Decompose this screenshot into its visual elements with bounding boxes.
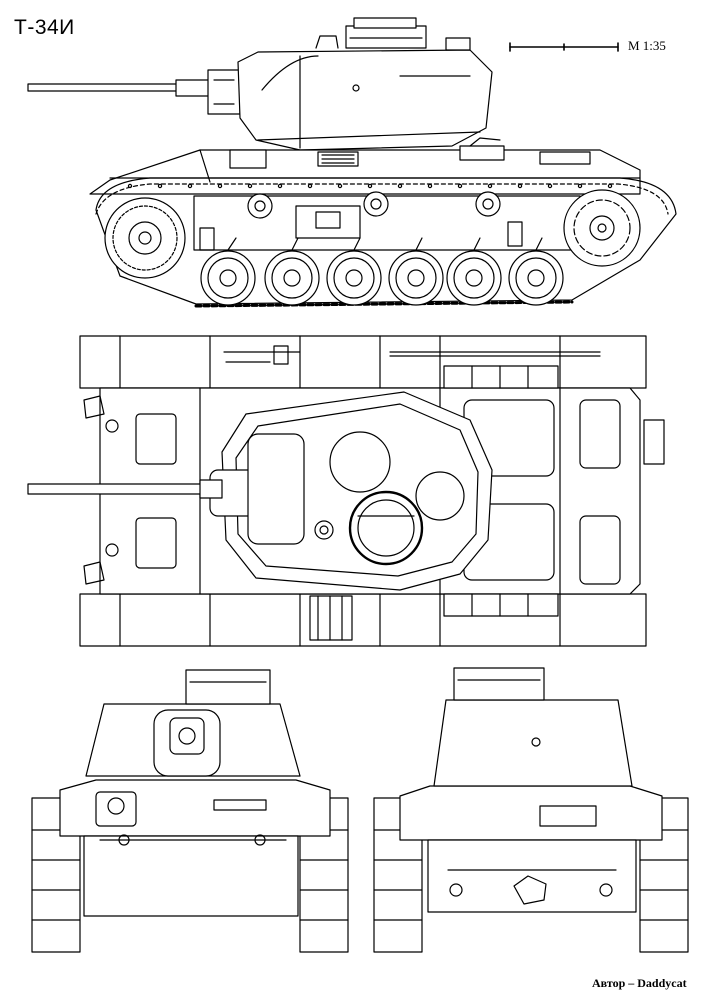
rear-view [374,668,688,952]
front-view [32,670,348,952]
side-idler-wheel [564,190,640,266]
top-view [28,336,664,646]
side-view [28,18,676,306]
side-gun [28,70,240,114]
rear-turret [434,668,632,786]
rear-hull [400,786,662,912]
side-track [96,178,676,306]
top-gun [28,480,222,498]
scale-bar [510,43,618,51]
author-credit: Автор – Daddycat [592,976,687,990]
drawing-title: Т-34И [14,16,75,39]
side-return-rollers [248,192,500,218]
side-suspension [200,222,542,250]
top-turret [210,392,492,590]
top-front-fittings [84,396,118,584]
side-drive-sprocket [105,198,185,278]
front-hull [60,780,330,916]
scale-label: M 1:35 [628,38,666,53]
side-road-wheels [201,251,563,305]
front-turret [86,670,300,776]
side-turret [238,18,492,150]
